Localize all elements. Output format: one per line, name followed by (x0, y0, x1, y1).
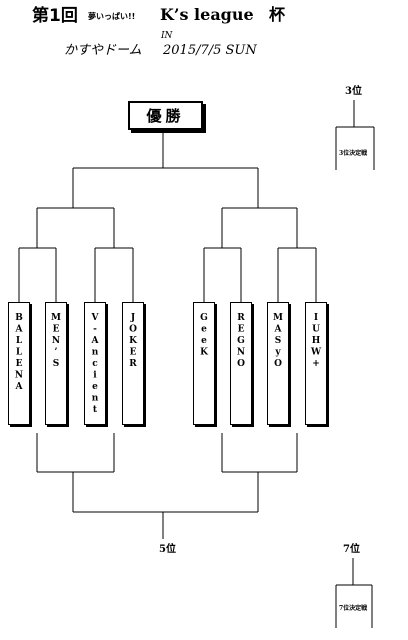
team-name: GeeK (199, 313, 209, 359)
cup-label: 杯 (269, 5, 286, 24)
team-box-regno: REGNO (230, 302, 252, 425)
team-name: IUHW+ (311, 313, 321, 371)
team-box-ballena: BALLENA (8, 302, 30, 425)
seventh-place-label: 7位 (343, 544, 360, 555)
league-title: K’s league (160, 5, 254, 24)
title-number: 第1回 (32, 6, 78, 26)
fifth-place-label: 5位 (159, 544, 176, 555)
team-name: V-Ancient (90, 313, 100, 417)
team-name: MEN’S (51, 313, 61, 371)
team-name: MASyO (273, 313, 283, 371)
team-box-masyo: MASyO (267, 302, 289, 425)
team-box-mens: MEN’S (45, 302, 67, 425)
team-box-joker: JOKER (122, 302, 144, 425)
team-name: JOKER (128, 313, 138, 371)
event-date: 2015/7/5 SUN (163, 43, 257, 58)
seventh-place-note: 7位決定戦 (339, 605, 368, 612)
champion-label: 優勝 (146, 107, 185, 125)
third-place-note: 3位決定戦 (339, 150, 368, 157)
team-box-iuhw: IUHW+ (305, 302, 327, 425)
team-box-v-ancient: V-Ancient (84, 302, 106, 425)
title-subtitle: 夢いっぱい!! (88, 12, 136, 21)
champion-box: 優勝 (128, 101, 203, 130)
team-box-geek: GeeK (193, 302, 215, 425)
in-label: IN (161, 31, 173, 41)
third-place-label: 3位 (345, 86, 362, 97)
venue: かすやドーム (64, 43, 142, 58)
team-name: REGNO (236, 313, 246, 371)
team-name: BALLENA (14, 313, 24, 394)
